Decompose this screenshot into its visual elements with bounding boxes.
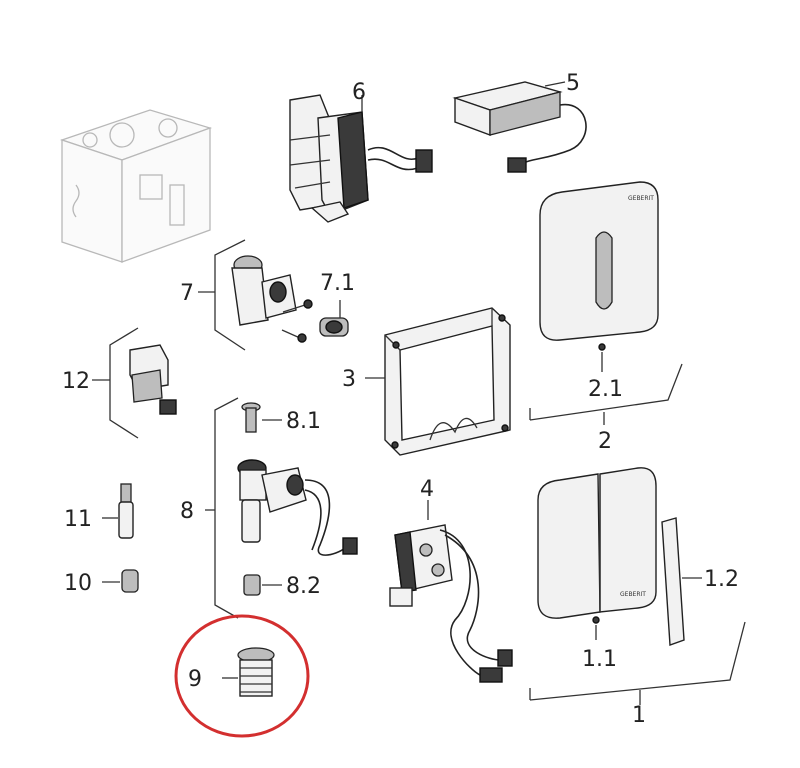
- label-1: 1: [632, 703, 646, 728]
- label-4: 4: [420, 477, 434, 502]
- label-2-1: 2.1: [588, 377, 623, 402]
- label-11: 11: [64, 507, 92, 532]
- label-1-1: 1.1: [582, 647, 617, 672]
- label-10: 10: [64, 571, 92, 596]
- part-10-nut: [102, 569, 139, 593]
- label-1-2: 1.2: [704, 567, 739, 592]
- part-8-sensor-valve: [205, 397, 358, 619]
- label-8: 8: [180, 499, 194, 524]
- label-12: 12: [62, 369, 90, 394]
- part-7-valve: [198, 239, 349, 351]
- part-1-dual-actuator-plate: GEBERIT: [529, 467, 746, 705]
- label-9: 9: [188, 667, 202, 692]
- label-2: 2: [598, 429, 612, 454]
- part-6-frame-module: [289, 94, 433, 223]
- part-5-power-supply: [452, 81, 587, 173]
- part-11-pin: [102, 483, 134, 539]
- part-3-mounting-frame: [365, 307, 511, 456]
- label-8-2: 8.2: [286, 574, 321, 599]
- junction-box-outline: [59, 109, 213, 263]
- part-12-bracket: [92, 327, 177, 439]
- label-3: 3: [342, 367, 356, 392]
- part-2-actuator-plate: GEBERIT: [529, 181, 683, 425]
- part-9-threaded-sleeve: [222, 647, 275, 697]
- label-5: 5: [566, 71, 580, 96]
- brand-logo-1: GEBERIT: [620, 591, 646, 598]
- highlight-circle: [174, 614, 310, 738]
- part-4-electronics: [389, 500, 513, 683]
- label-7-1: 7.1: [320, 271, 355, 296]
- brand-logo-2: GEBERIT: [628, 195, 654, 202]
- label-8-1: 8.1: [286, 409, 321, 434]
- label-7: 7: [180, 281, 194, 306]
- label-6: 6: [352, 80, 366, 105]
